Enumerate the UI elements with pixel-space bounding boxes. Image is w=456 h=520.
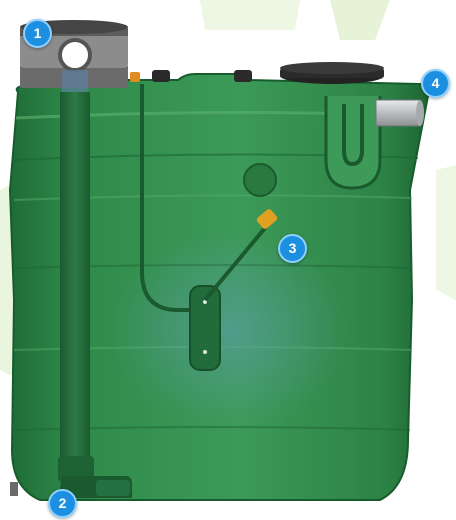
marker-3: 3: [278, 234, 307, 263]
marker-2: 2: [48, 489, 77, 518]
lid-icon: [280, 62, 384, 84]
marker-1: 1: [23, 19, 52, 48]
marker-4: 4: [421, 69, 450, 98]
